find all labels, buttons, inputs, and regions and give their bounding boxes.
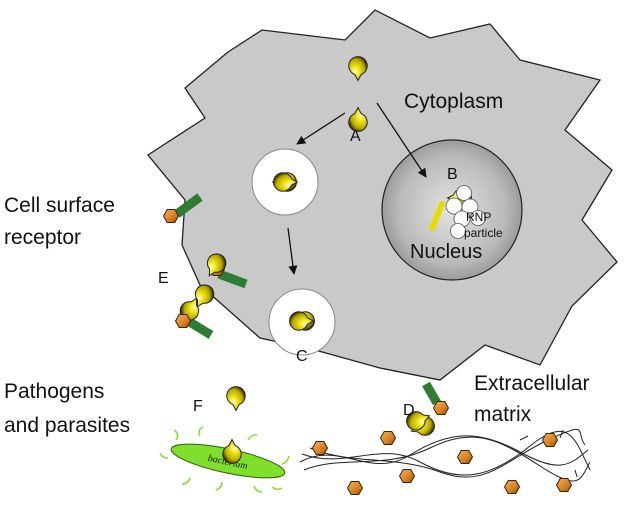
ligand-hexagon-receptor — [163, 209, 179, 223]
extracellular-label-line1: Extracellular — [474, 372, 590, 395]
marker-b: B — [447, 166, 458, 183]
protein-f-bottom — [222, 439, 242, 464]
ecm-hexagon-4 — [399, 469, 415, 483]
marker-a: A — [350, 128, 361, 145]
receptor-e-lower — [185, 317, 214, 339]
cell-surface-label-line1: Cell surface — [4, 194, 115, 217]
marker-d: D — [403, 402, 415, 419]
receptor-top — [174, 193, 203, 218]
ligand-hexagon-d — [433, 401, 449, 415]
arrow-a-to-vesicle — [296, 112, 346, 145]
ecm-hexagon-8 — [556, 478, 572, 492]
marker-c: C — [296, 348, 308, 365]
ligand-hexagon-e2 — [175, 314, 191, 328]
ecm-hexagon-2 — [380, 431, 396, 445]
marker-e: E — [158, 270, 169, 287]
pathogens-label-line2: and parasites — [4, 414, 130, 437]
extracellular-matrix-fibers — [299, 428, 591, 482]
pathogens-label-line1: Pathogens — [4, 380, 104, 403]
rnp-label-line1: RNP — [466, 210, 491, 224]
protein-f-top — [226, 386, 246, 411]
ecm-hexagon-7 — [542, 433, 558, 447]
receptor-d — [422, 381, 441, 406]
receptor-e-upper — [217, 269, 248, 289]
ecm-hexagon-1 — [312, 441, 328, 455]
extracellular-label-line2: matrix — [474, 403, 532, 426]
ecm-hexagon-5 — [457, 450, 473, 464]
rnp-label-line2: particle — [464, 226, 503, 240]
marker-f: F — [193, 398, 203, 415]
cytoplasm-label: Cytoplasm — [404, 90, 503, 113]
arrow-vesicle-to-vesicle — [287, 227, 298, 275]
rnp-particle — [445, 185, 486, 239]
cell-body — [147, 9, 618, 381]
rna-strand — [429, 201, 445, 231]
ecm-hexagon-6 — [504, 480, 520, 494]
arrow-a-to-nucleus — [376, 102, 427, 178]
nucleus-label: Nucleus — [410, 241, 482, 263]
cell-surface-label-line2: receptor — [4, 226, 81, 249]
ecm-hexagon-3 — [347, 481, 363, 495]
